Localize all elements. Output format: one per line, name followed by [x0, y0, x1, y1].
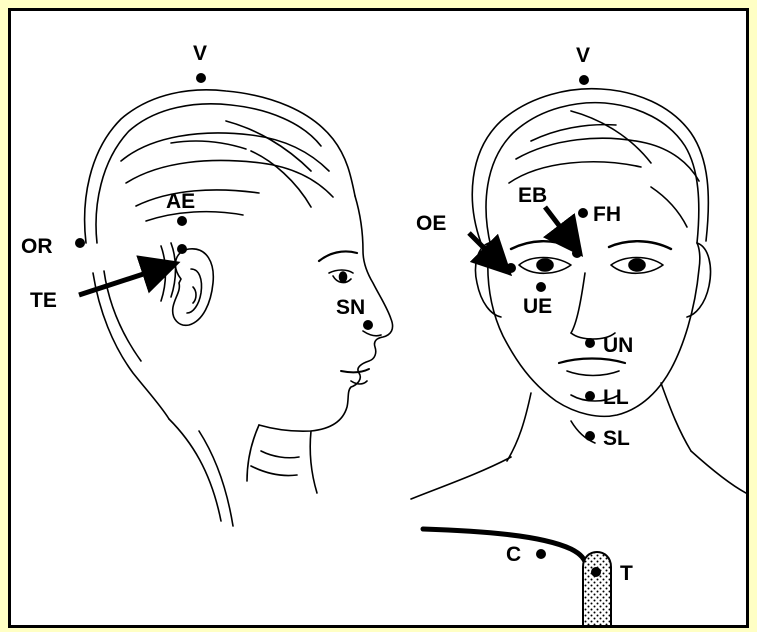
landmark-dot-t — [591, 567, 601, 577]
label-c: C — [506, 544, 521, 565]
label-sl: SL — [603, 428, 630, 449]
label-un: UN — [603, 335, 633, 356]
pointer-arrows — [79, 207, 577, 295]
landmark-dot-sn — [363, 320, 373, 330]
landmark-dot-c — [536, 549, 546, 559]
landmark-dot-un — [585, 338, 595, 348]
te-arrow — [79, 265, 171, 295]
landmark-dot-front-v — [579, 75, 589, 85]
label-fh: FH — [593, 204, 621, 225]
label-t: T — [620, 563, 633, 584]
landmark-dot-eb — [572, 248, 582, 258]
label-eb: EB — [518, 185, 547, 206]
landmark-dots — [75, 73, 601, 577]
landmark-dot-te — [177, 244, 187, 254]
label-ae: AE — [166, 191, 195, 212]
label-ll: LL — [603, 387, 629, 408]
diagram-panel: V AE OR TE SN V EB FH OE UE UN LL SL C T — [8, 8, 749, 628]
label-front-v: V — [576, 45, 590, 66]
head-landmarks-figure — [11, 11, 746, 625]
landmark-dot-ae — [177, 216, 187, 226]
label-side-v: V — [193, 43, 207, 64]
landmark-dot-ue — [536, 282, 546, 292]
landmark-dot-fh — [578, 208, 588, 218]
landmark-dot-or — [75, 238, 85, 248]
landmark-dot-oe — [506, 263, 516, 273]
label-ue: UE — [523, 296, 552, 317]
landmark-dot-sl — [585, 431, 595, 441]
label-oe: OE — [416, 213, 446, 234]
front-head-drawing — [411, 89, 746, 625]
label-sn: SN — [336, 297, 365, 318]
label-te: TE — [30, 290, 57, 311]
label-or: OR — [21, 236, 53, 257]
landmark-dot-ll — [585, 391, 595, 401]
landmark-dot-side-v — [196, 73, 206, 83]
